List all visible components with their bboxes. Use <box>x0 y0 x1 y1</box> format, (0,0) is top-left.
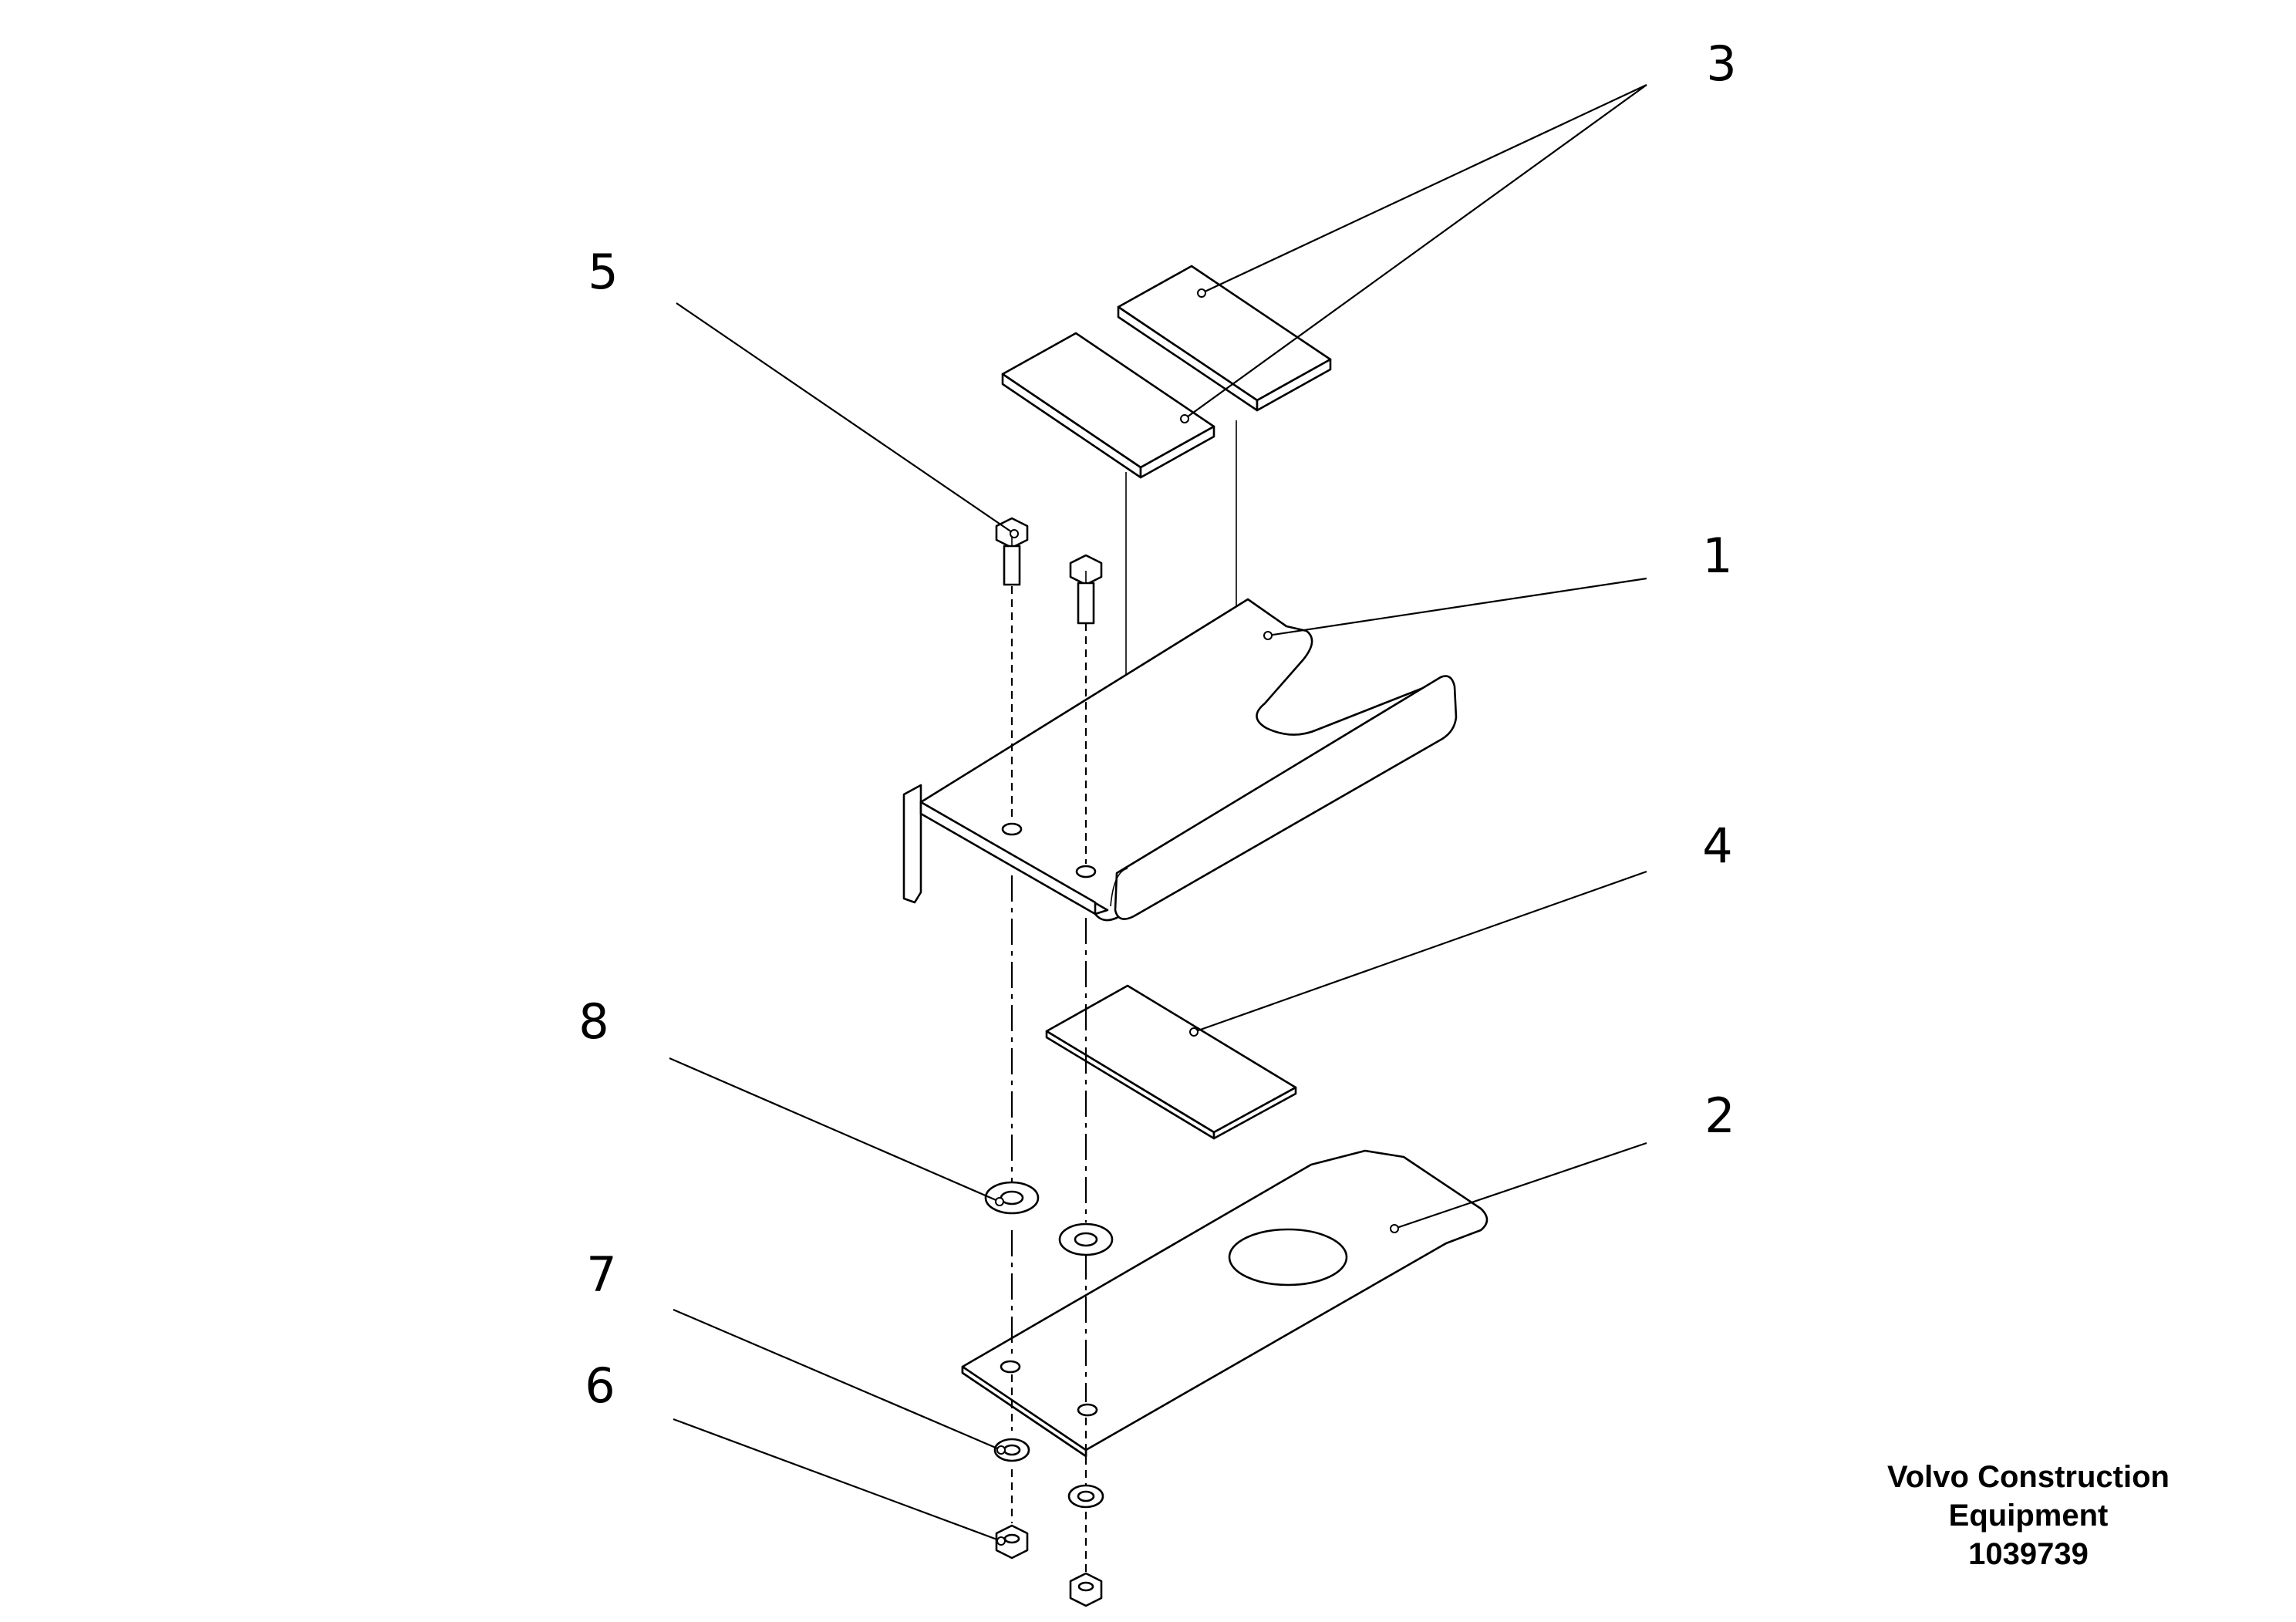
caption-figure-number: 1039739 <box>1968 1537 2089 1571</box>
part-8-washers <box>984 1181 1114 1256</box>
lower-plate-hole-left <box>1000 1360 1021 1374</box>
callout-3: 3 <box>1706 35 1736 92</box>
lower-plate-hole-right <box>1077 1403 1098 1417</box>
callout-1: 1 <box>1702 528 1732 584</box>
callout-labels: 3 5 1 4 8 2 7 6 <box>578 35 1736 1414</box>
callout-8: 8 <box>578 993 609 1050</box>
callout-2: 2 <box>1704 1088 1735 1144</box>
nut-right <box>1069 1572 1103 1607</box>
caption-line-division: Equipment <box>1948 1499 2109 1533</box>
callout-7: 7 <box>586 1246 616 1303</box>
bolt-centerlines <box>1010 586 1087 1573</box>
part-4-plate <box>1045 984 1297 1140</box>
callout-4: 4 <box>1702 818 1732 874</box>
nut-left <box>995 1524 1029 1560</box>
part-3-pads <box>1001 265 1332 479</box>
part-5-bolts <box>995 517 1103 625</box>
leader-dots <box>995 288 1399 1546</box>
pad-upper-right <box>1117 265 1332 412</box>
lower-plate-large-hole <box>1228 1228 1348 1286</box>
part-7-lock-washers <box>993 1438 1104 1509</box>
callout-5: 5 <box>588 244 618 300</box>
bolt-left <box>995 517 1029 586</box>
bolt-right <box>1069 554 1103 625</box>
publisher-caption: Volvo Construction Equipment 1039739 <box>1805 1458 2252 1573</box>
pad-upper-left <box>1001 332 1215 479</box>
leader-lines <box>669 84 1647 1543</box>
part-2-lower-plate <box>961 1149 1489 1458</box>
callout-6: 6 <box>585 1357 615 1414</box>
bracket-hole-right <box>1075 865 1097 878</box>
bracket-hole-left <box>1001 822 1023 836</box>
part-6-nuts <box>995 1524 1103 1607</box>
caption-line-brand: Volvo Construction <box>1887 1460 2170 1494</box>
part-1-bracket <box>902 598 1458 922</box>
